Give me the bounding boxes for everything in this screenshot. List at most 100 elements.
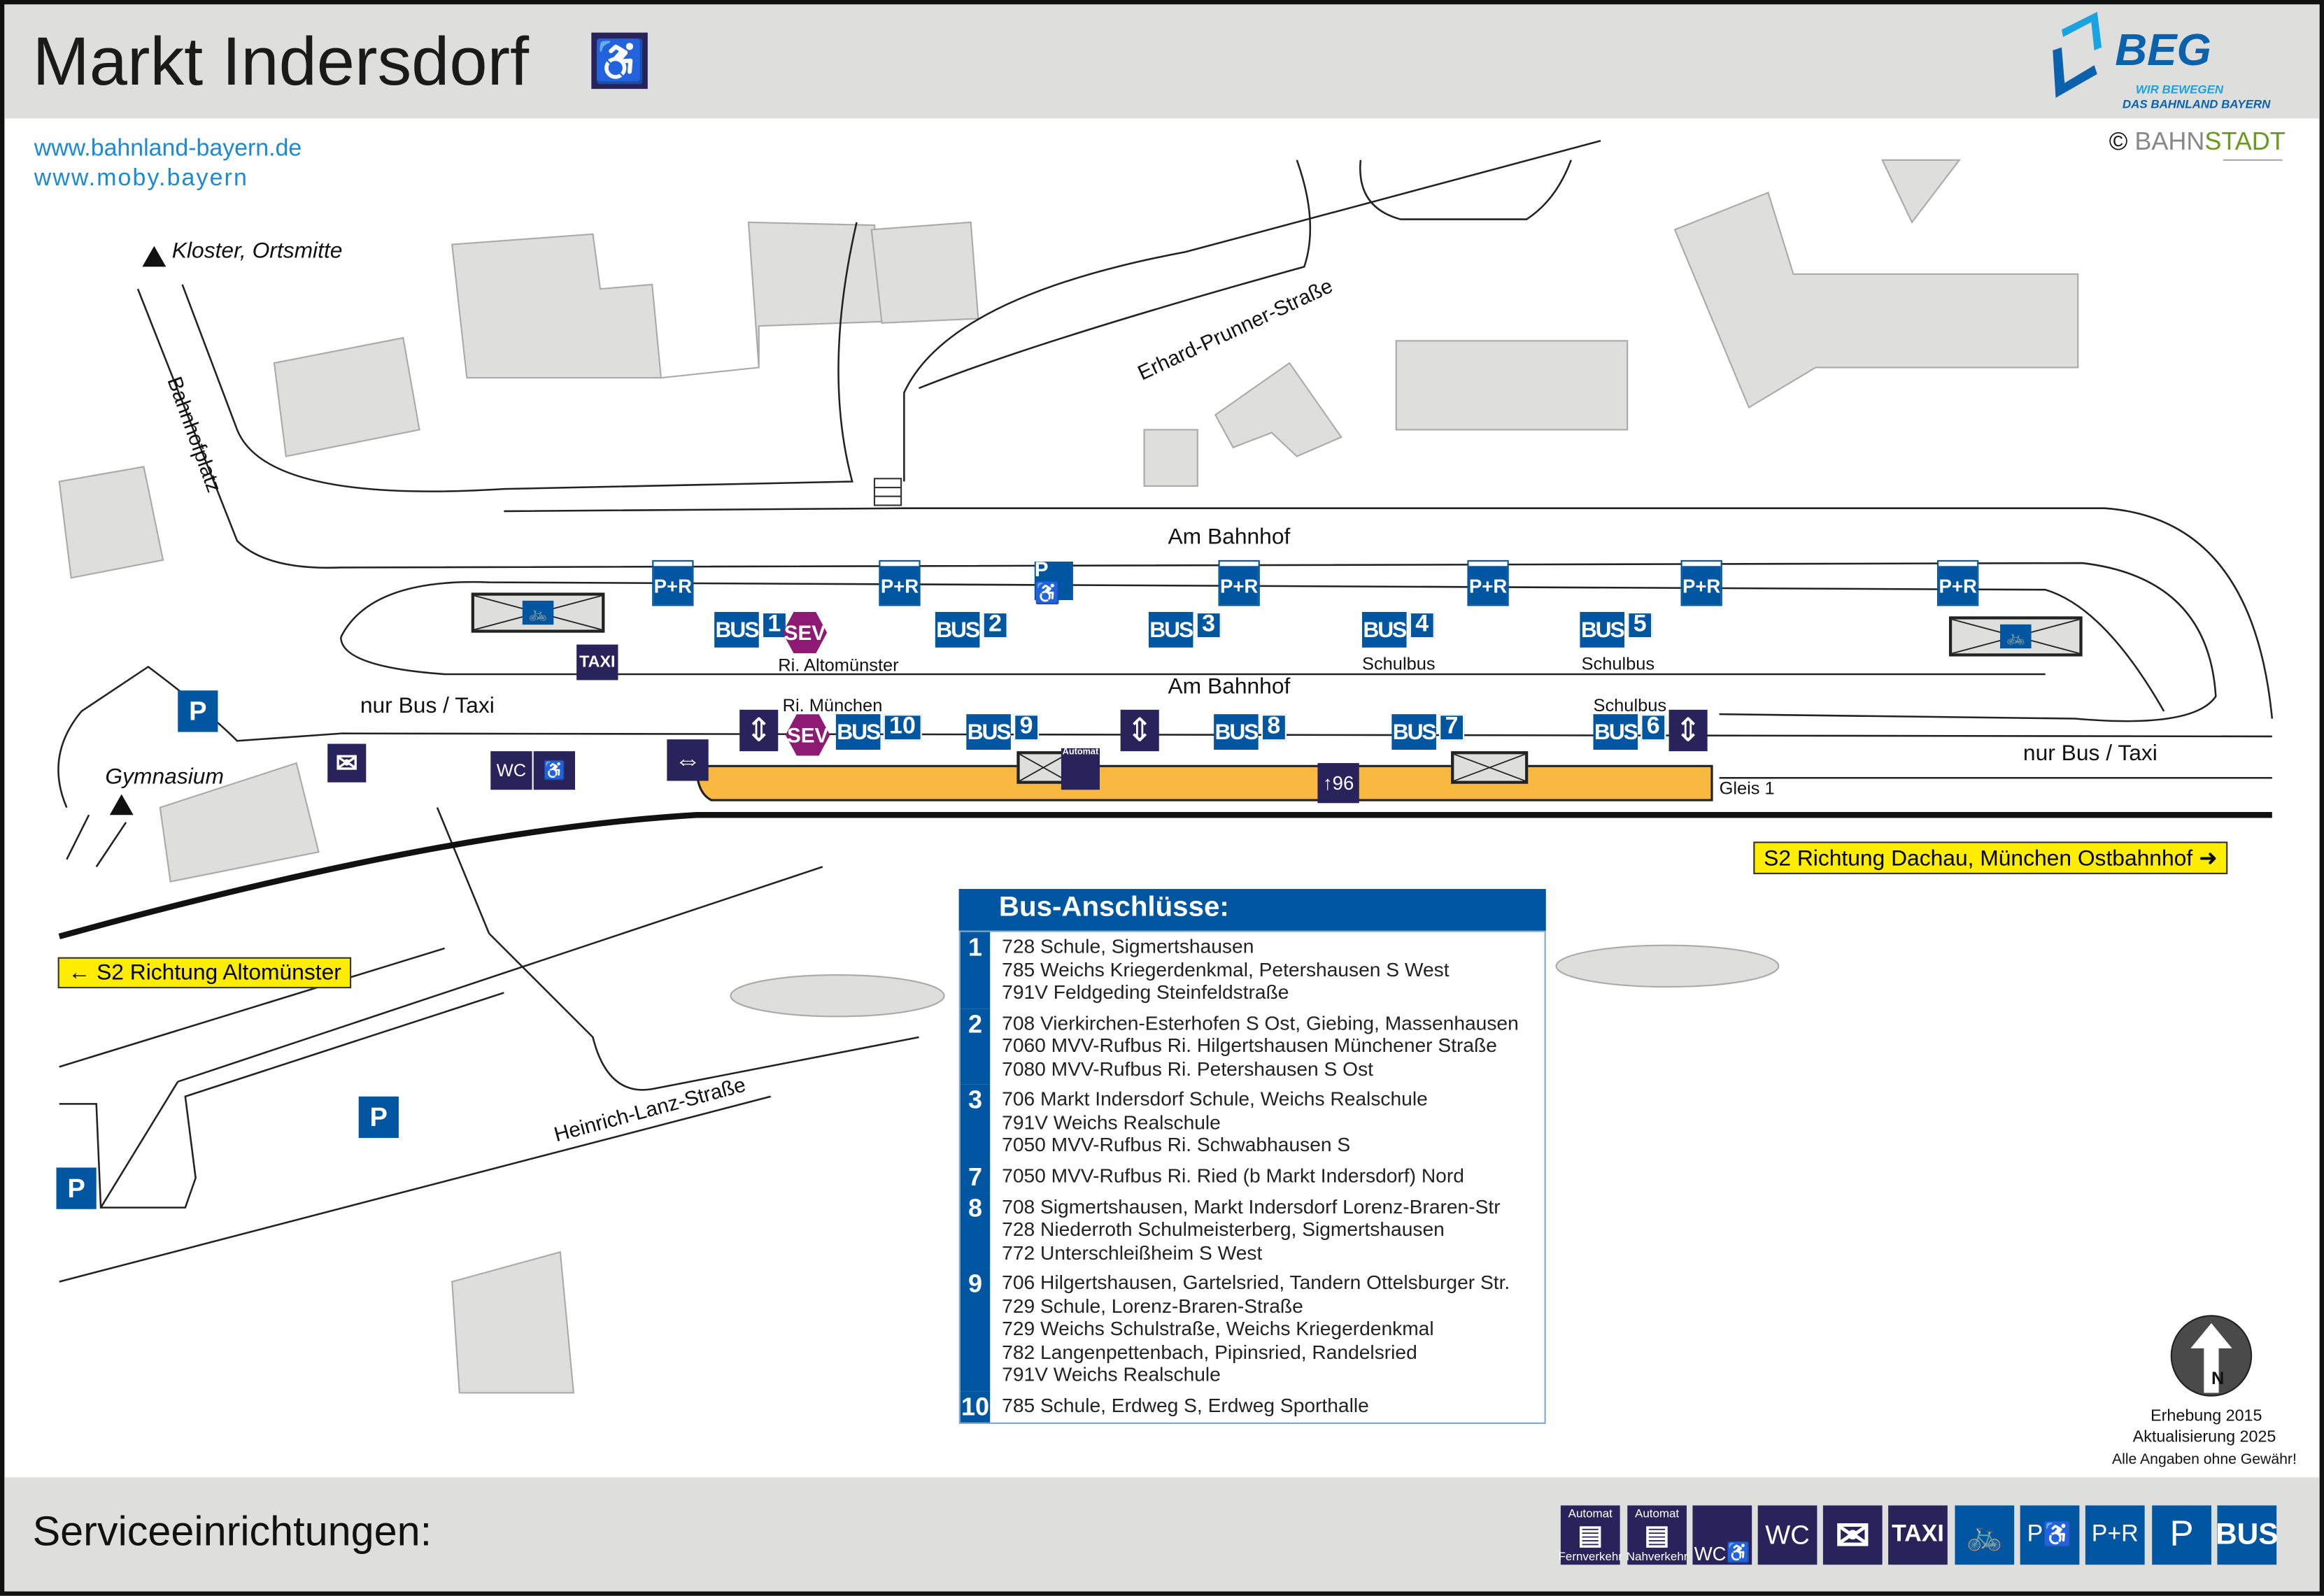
bike-parking-icon: 🚲 xyxy=(1955,1505,2015,1565)
bus-stop-number: 1 xyxy=(761,611,787,639)
beg-logo-icon xyxy=(2053,11,2102,98)
bus-lines: 706 Hilgertshausen, Gartelsried, Tandern… xyxy=(990,1269,1510,1391)
link-bahnland[interactable]: www.bahnland-bayern.de xyxy=(34,136,302,162)
bus-stop-number: 6 xyxy=(1641,714,1666,741)
shelter xyxy=(1451,751,1529,784)
bus-line: 729 Schule, Lorenz-Braren-Straße xyxy=(1002,1294,1303,1317)
bus-lines: 706 Markt Indersdorf Schule, Weichs Real… xyxy=(990,1085,1428,1161)
s2-east-sign: S2 Richtung Dachau, München Ostbahnhof ➜ xyxy=(1753,841,2228,874)
bus-stop-number: 5 xyxy=(1627,611,1653,639)
bus-lines: 785 Schule, Erdweg S, Erdweg Sporthalle xyxy=(990,1390,1369,1421)
bus-label: BUS xyxy=(935,611,980,648)
wc-icon: WC xyxy=(1757,1505,1818,1565)
icon-top-label: Automat xyxy=(1568,1506,1613,1520)
bus-line: 791V Feldgeding Steinfeldstraße xyxy=(1002,981,1289,1004)
bus-label: BUS xyxy=(966,714,1012,750)
bus-line: 782 Langenpettenbach, Pipinsried, Randel… xyxy=(1002,1340,1417,1363)
parking-sign: P xyxy=(56,1167,97,1209)
track xyxy=(58,811,2272,940)
beg-slogan-2: DAS BAHNLAND BAYERN xyxy=(2122,97,2271,111)
taxi-sign: TAXI xyxy=(576,644,618,681)
bus-line: 785 Schule, Erdweg S, Erdweg Sporthalle xyxy=(1002,1393,1369,1416)
ticket-machine-local-icon: Automat▤Nahverkehr xyxy=(1627,1505,1687,1565)
bus-line: 706 Hilgertshausen, Gartelsried, Tandern… xyxy=(1002,1271,1510,1294)
note-aktualisierung: Aktualisierung 2025 xyxy=(2132,1428,2276,1446)
icon-top-label: Automat xyxy=(1635,1506,1680,1520)
bus-label: BUS xyxy=(1214,714,1259,750)
label-nur-bus-taxi: nur Bus / Taxi xyxy=(360,693,495,719)
bus-stop-number: 8 xyxy=(1261,714,1287,741)
bus-line: 708 Vierkirchen-Esterhofen S Ost, Giebin… xyxy=(1002,1011,1519,1034)
bus-stop-number: 2 xyxy=(960,1008,991,1085)
park-and-ride-sign: P+R xyxy=(1467,560,1509,606)
taxi-icon: TAXI xyxy=(1888,1505,1948,1565)
accessible-wc-icon: WC♿ xyxy=(1692,1505,1752,1565)
bus-stop-number: 10 xyxy=(960,1390,991,1422)
elevator-icon: ⇕ xyxy=(739,709,779,752)
wheelchair-icon: ♿ xyxy=(591,32,648,90)
exit-96: ↑96 xyxy=(1317,763,1359,804)
ramp-icon: ⇔ xyxy=(667,739,709,781)
ticket-machine: Automat xyxy=(1061,748,1100,790)
icon-label: P xyxy=(2027,1521,2043,1547)
label-kloster: Kloster, Ortsmitte xyxy=(171,238,343,264)
bus-icon: BUS xyxy=(2216,1505,2279,1565)
bus-stop-number: 4 xyxy=(1409,611,1435,639)
bus-table-row: 10 785 Schule, Erdweg S, Erdweg Sporthall… xyxy=(960,1390,1545,1422)
bus-line: 7080 MVV-Rufbus Ri. Petershausen S Ost xyxy=(1002,1057,1374,1080)
label-am-bahnhof: Am Bahnhof xyxy=(1168,524,1291,550)
bus-line: 7050 MVV-Rufbus Ri. Ried (b Markt Inders… xyxy=(1002,1164,1464,1186)
icon-bottom-label: Nahverkehr xyxy=(1626,1550,1688,1564)
label-schulbus: Schulbus xyxy=(1593,694,1667,716)
arrow-left-icon: ← xyxy=(68,960,91,985)
page-title: Markt Indersdorf xyxy=(32,22,530,99)
elevator-icon: ⇕ xyxy=(1120,709,1159,752)
park-and-ride-sign: P+R xyxy=(1680,560,1722,606)
link-moby[interactable]: www.moby.bayern xyxy=(34,166,248,192)
arrow-right-icon: ➜ xyxy=(2199,846,2218,871)
label-ri-altomuenster: Ri. Altomünster xyxy=(778,655,899,676)
s2-west-label: S2 Richtung Altomünster xyxy=(97,960,341,985)
svg-text:🚲: 🚲 xyxy=(528,606,548,622)
bus-lines: 708 Vierkirchen-Esterhofen S Ost, Giebin… xyxy=(990,1009,1519,1085)
copyright: © BAHNSTADT xyxy=(2109,127,2286,157)
label-am-bahnhof-2: Am Bahnhof xyxy=(1168,674,1291,699)
bus-label: BUS xyxy=(1361,611,1407,648)
wc-accessible-sign: ♿ xyxy=(533,751,576,790)
parking-sign: P xyxy=(178,690,218,732)
bus-stop-number: 7 xyxy=(1439,714,1464,741)
svg-text:🚲: 🚲 xyxy=(2006,630,2025,646)
park-and-ride-sign: P+R xyxy=(652,560,694,606)
bus-label: BUS xyxy=(1148,611,1193,648)
bike-shelter: 🚲 xyxy=(1948,616,2083,657)
label-gymnasium: Gymnasium xyxy=(105,764,224,790)
ticket-machine-long-distance-icon: Automat▤Fernverkehr xyxy=(1559,1505,1622,1565)
bus-line: 729 Weichs Schulstraße, Weichs Kriegerde… xyxy=(1002,1317,1434,1340)
park-and-ride-sign: P+R xyxy=(879,560,921,606)
platform xyxy=(695,764,1713,801)
bus-stop-number: 3 xyxy=(960,1084,991,1161)
wc-sign: WC xyxy=(490,751,532,790)
bus-label: BUS xyxy=(1391,714,1437,750)
park-and-ride-sign: P+R xyxy=(1218,560,1260,606)
bus-stop-number: 7 xyxy=(960,1160,991,1192)
park-and-ride-sign: P+R xyxy=(1937,560,1979,606)
disabled-parking-sign: P♿ xyxy=(1034,557,1073,604)
bus-stop-number: 9 xyxy=(1014,714,1039,741)
label-gleis: Gleis 1 xyxy=(1719,778,1775,799)
bus-stop-number: 3 xyxy=(1196,611,1221,639)
bus-line: 772 Unterschleißheim S West xyxy=(1002,1241,1263,1264)
sev-sign: SEV xyxy=(785,714,830,756)
copyright-symbol: © xyxy=(2109,127,2128,156)
